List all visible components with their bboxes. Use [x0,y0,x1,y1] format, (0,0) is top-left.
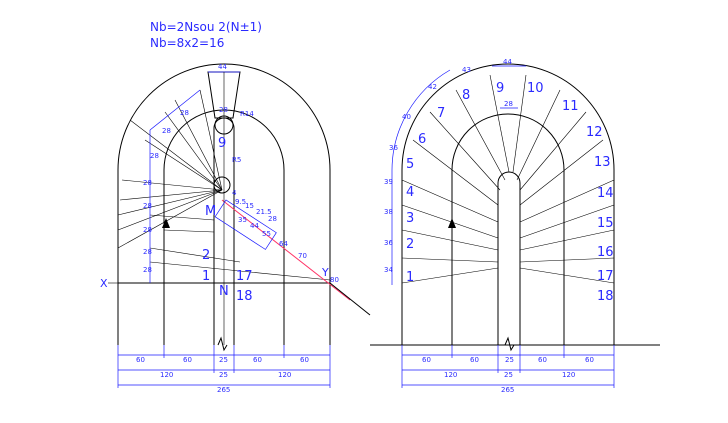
left-step-1: 1 [202,269,210,284]
walk-dim-11: 80 [330,276,339,284]
right-step-1: 1 [406,270,414,285]
right-inner-top: 28 [504,100,513,108]
right-top-width: 44 [503,58,512,66]
right-step-5: 5 [406,157,414,172]
right-bottom-dim-1: 60 [422,356,431,364]
right-step-10: 10 [527,81,544,96]
right-bottom-dim-6: 120 [444,371,457,379]
walk-dim-8: 55 [262,230,271,238]
right-side-dim-1: 34 [384,266,393,274]
left-bottom-dim-6: 120 [160,371,173,379]
left-radius-label: R14 [240,110,254,118]
right-step-13: 13 [594,155,611,170]
left-step-9: 9 [218,136,226,151]
walk-dim-7: 44 [250,222,259,230]
left-plan [108,63,371,388]
right-side-dim-4: 39 [384,178,393,186]
walk-dim-5: 28 [268,215,277,223]
formula-line1: Nb=2Nsou 2(N±1) [150,20,262,34]
left-bottom-dim-5: 60 [300,356,309,364]
walk-dim-1: 4 [232,189,237,197]
walk-dim-9: 64 [279,240,288,248]
left-bottom-dim-3: 25 [219,356,228,364]
walk-dim-3: 15 [245,202,254,210]
right-plan [370,63,660,388]
left-bottom-dim-1: 60 [136,356,145,364]
walk-dim-2: 9.5 [235,198,246,206]
right-step-3: 3 [406,211,414,226]
left-bottom-dim-8: 120 [278,371,291,379]
left-side-dim-4: 28 [143,202,152,210]
right-bottom-dim-5: 60 [585,356,594,364]
point-n-label: N [219,284,229,299]
right-step-9: 9 [496,81,504,96]
right-step-14: 14 [597,186,614,201]
right-step-7: 7 [437,106,445,121]
left-bottom-dim-2: 60 [183,356,192,364]
right-side-dim-6: 40 [402,113,411,121]
right-bottom-dim-3: 25 [505,356,514,364]
right-side-dim-5: 36 [389,144,398,152]
right-step-16: 16 [597,245,614,260]
left-side-dim-1: 28 [143,266,152,274]
point-m-label: M [205,204,216,219]
right-step-15: 15 [597,216,614,231]
right-bottom-dim-4: 60 [538,356,547,364]
left-side-dim-3: 28 [143,226,152,234]
left-radius-small: R5 [232,156,241,164]
left-step-17: 17 [236,269,253,284]
right-side-dim-7: 42 [428,83,437,91]
right-step-17: 17 [597,269,614,284]
walk-dim-6: 35 [238,216,247,224]
left-side-dim-5: 28 [143,179,152,187]
right-side-dim-2: 36 [384,239,393,247]
left-top-width: 44 [218,63,227,71]
right-step-8: 8 [462,88,470,103]
left-side-dim-6: 28 [150,152,159,160]
walk-dim-4: 21.5 [256,208,272,216]
right-total: 265 [501,386,514,394]
right-bottom-dim-7: 25 [504,371,513,379]
left-bottom-dim-4: 60 [253,356,262,364]
right-bottom-dim-8: 120 [562,371,575,379]
right-step-4: 4 [406,185,414,200]
right-step-12: 12 [586,125,603,140]
left-step-2: 2 [202,248,210,263]
point-y-label: Y [321,266,329,279]
left-bottom-dim-7: 25 [219,371,228,379]
right-step-2: 2 [406,237,414,252]
left-side-dim-2: 28 [143,248,152,256]
left-inner-top: 28 [219,106,228,114]
right-side-dim-3: 38 [384,208,393,216]
left-side-dim-7: 28 [162,127,171,135]
right-bottom-dim-2: 60 [470,356,479,364]
left-side-dim-8: 28 [180,109,189,117]
left-step-18: 18 [236,289,253,304]
right-side-dim-8: 43 [462,66,471,74]
right-step-18: 18 [597,289,614,304]
right-step-11: 11 [562,99,579,114]
point-x-label: X [100,277,108,290]
right-step-6: 6 [418,132,426,147]
left-total: 265 [217,386,230,394]
walk-dim-10: 70 [298,252,307,260]
formula-line2: Nb=8x2=16 [150,36,224,50]
